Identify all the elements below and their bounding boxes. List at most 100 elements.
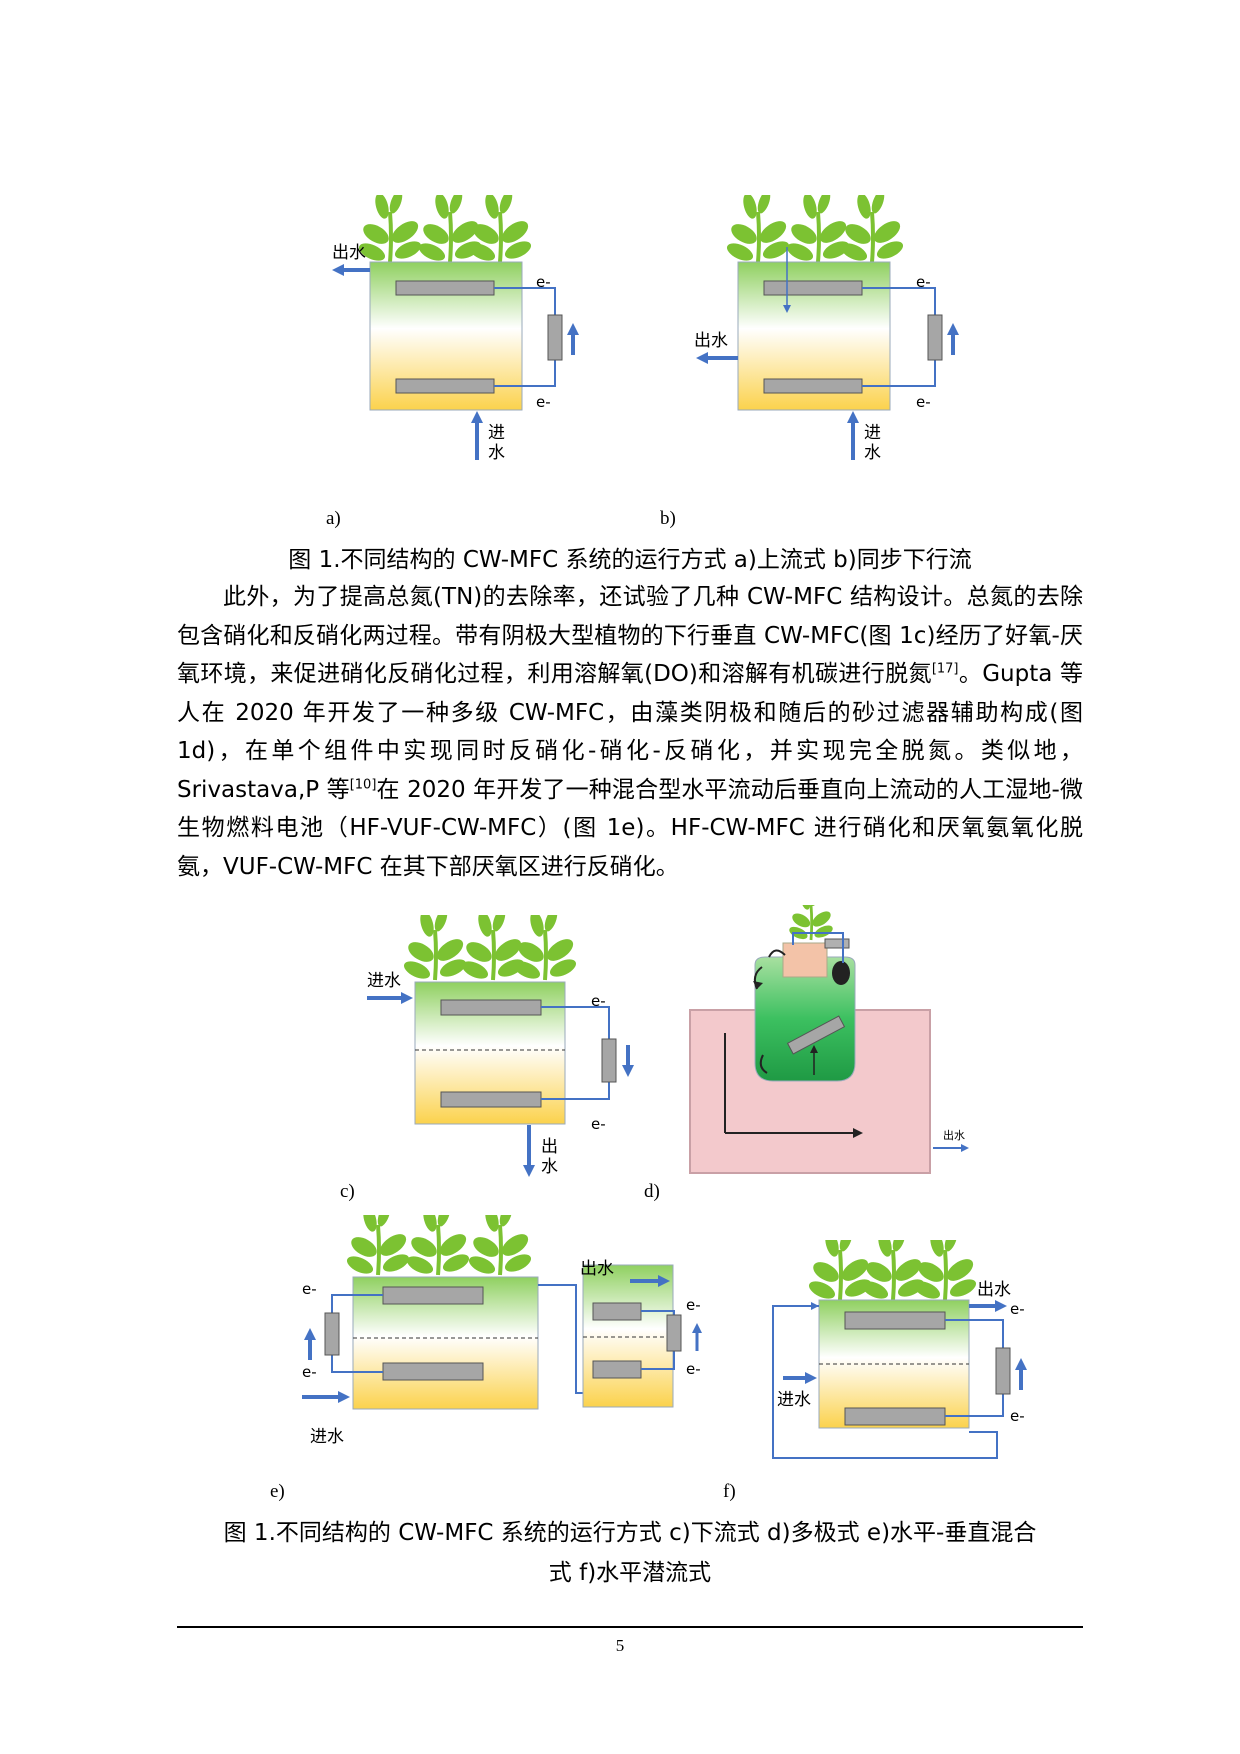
arrow-up-icon — [1015, 1358, 1027, 1370]
electron-label: e- — [1010, 1300, 1025, 1318]
outflow-label: 出水 — [694, 331, 728, 351]
anode — [763, 378, 863, 394]
arrow-up-icon — [567, 323, 579, 335]
electron-label: e- — [916, 273, 931, 291]
subfigure-label-b: b) — [660, 508, 676, 529]
plant-icon — [782, 195, 854, 267]
plant-icon — [399, 915, 471, 985]
arrow-right-icon — [853, 1128, 863, 1138]
diagram-f-subsurface: 出水 进水 e- e- — [772, 1240, 1027, 1459]
electron-label: e- — [302, 1280, 317, 1298]
arrow-right-icon — [658, 1275, 670, 1287]
inflow-label: 进水 — [777, 1390, 811, 1410]
arrow-up-icon — [847, 411, 859, 423]
svg-text:水: 水 — [541, 1157, 558, 1177]
anode — [592, 1360, 642, 1379]
resistor — [547, 314, 563, 361]
resistor — [927, 314, 943, 361]
subfigure-label-a: a) — [326, 508, 341, 529]
electron-label: e- — [686, 1296, 701, 1314]
electron-label: e- — [686, 1360, 701, 1378]
plant-icon — [464, 195, 536, 267]
electron-label: e- — [591, 992, 606, 1010]
cathode — [763, 280, 863, 296]
resistor — [601, 1038, 617, 1083]
plant-icon — [804, 1240, 876, 1305]
citation: [10] — [349, 776, 377, 792]
figure-caption-1: 图 1.不同结构的 CW-MFC 系统的运行方式 a)上流式 b)同步下行流 — [288, 547, 972, 573]
electron-label: e- — [536, 273, 551, 291]
arrow-right-icon — [338, 1391, 350, 1403]
diagram-c-downflow: 进水 出 水 e- e- — [367, 915, 634, 1177]
figure-caption-2: 图 1.不同结构的 CW-MFC 系统的运行方式 c)下流式 d)多极式 e)水… — [223, 1520, 1037, 1586]
subfigure-label-e: e) — [270, 1481, 285, 1502]
outflow-label: 出水 — [977, 1280, 1011, 1300]
plant-icon — [786, 905, 836, 943]
inflow-label: 进水 — [367, 971, 401, 991]
vertical-upflow-tank — [582, 1264, 674, 1408]
arrow-up-icon — [304, 1328, 316, 1340]
plant-icon — [509, 915, 581, 985]
cathode — [395, 280, 495, 296]
cathode — [592, 1302, 642, 1321]
electron-label: e- — [591, 1115, 606, 1133]
plant-icon — [342, 1215, 414, 1280]
outflow-label: 出水 — [580, 1259, 614, 1279]
electrode — [786, 1015, 846, 1055]
arrow-right-icon — [961, 1144, 969, 1152]
arrow-right-icon — [995, 1300, 1007, 1312]
arrow-up-icon — [947, 323, 959, 335]
outflow-label: 出水 — [943, 1128, 965, 1142]
arrow-down-icon — [523, 1165, 535, 1177]
resistor — [995, 1347, 1011, 1395]
arrow-right-icon — [401, 992, 413, 1004]
citation: [17] — [931, 661, 959, 677]
arrow-up-icon — [692, 1323, 702, 1333]
outflow-label: 出水 — [332, 243, 366, 263]
anode — [440, 1091, 542, 1108]
cathode — [382, 1286, 484, 1305]
arrow-right-icon — [805, 1372, 817, 1384]
arrow-up-icon — [810, 1045, 818, 1053]
plant-icon — [402, 1215, 474, 1280]
anode — [844, 1407, 946, 1426]
subfigure-label-c: c) — [340, 1181, 355, 1202]
cathode — [844, 1311, 946, 1330]
diagram-a-upflow: 出水 进 水 e- e- — [332, 195, 579, 463]
resistor — [324, 1312, 340, 1356]
resistor — [666, 1314, 682, 1352]
plant-icon — [354, 195, 426, 267]
electron-label: e- — [536, 393, 551, 411]
electron-label: e- — [302, 1363, 317, 1381]
plant-icon — [836, 195, 908, 267]
cathode-chamber — [782, 942, 828, 978]
plant-icon — [909, 1240, 981, 1305]
page-number: 5 — [615, 1636, 625, 1655]
arrow-left-icon — [332, 264, 344, 276]
arrow-down-icon — [783, 305, 791, 313]
subfigure-label-d: d) — [644, 1181, 660, 1202]
circulation-arrow-icon — [753, 981, 763, 989]
body-paragraph: 此外，为了提高总氮(TN)的去除率，还试验了几种 CW-MFC 结构设计。总氮的… — [177, 584, 1083, 880]
inflow-label: 进 — [864, 423, 881, 443]
sensor-probe — [832, 961, 850, 985]
diagram-d-multistage: 出水 — [689, 905, 969, 1174]
plant-icon — [457, 915, 529, 985]
anode — [382, 1362, 484, 1381]
outflow-label: 出 — [541, 1137, 558, 1157]
arrow-left-icon — [696, 352, 708, 364]
plant-icon — [857, 1240, 929, 1305]
algae-tank — [754, 956, 856, 1082]
electron-label: e- — [1010, 1407, 1025, 1425]
svg-text:水: 水 — [488, 443, 505, 463]
arrow-down-icon — [622, 1065, 634, 1077]
subfigure-label-f: f) — [723, 1481, 736, 1502]
diagram-b-downflow: 出水 进 水 e- e- — [694, 195, 959, 463]
arrow-up-icon — [471, 411, 483, 423]
anode — [395, 378, 495, 394]
diagram-e-hybrid: 出水 e- e- e- e- 进水 — [302, 1215, 702, 1447]
cathode — [440, 999, 542, 1016]
inflow-label: 进 — [488, 423, 505, 443]
electron-label: e- — [916, 393, 931, 411]
footer-rule — [177, 1626, 1083, 1628]
